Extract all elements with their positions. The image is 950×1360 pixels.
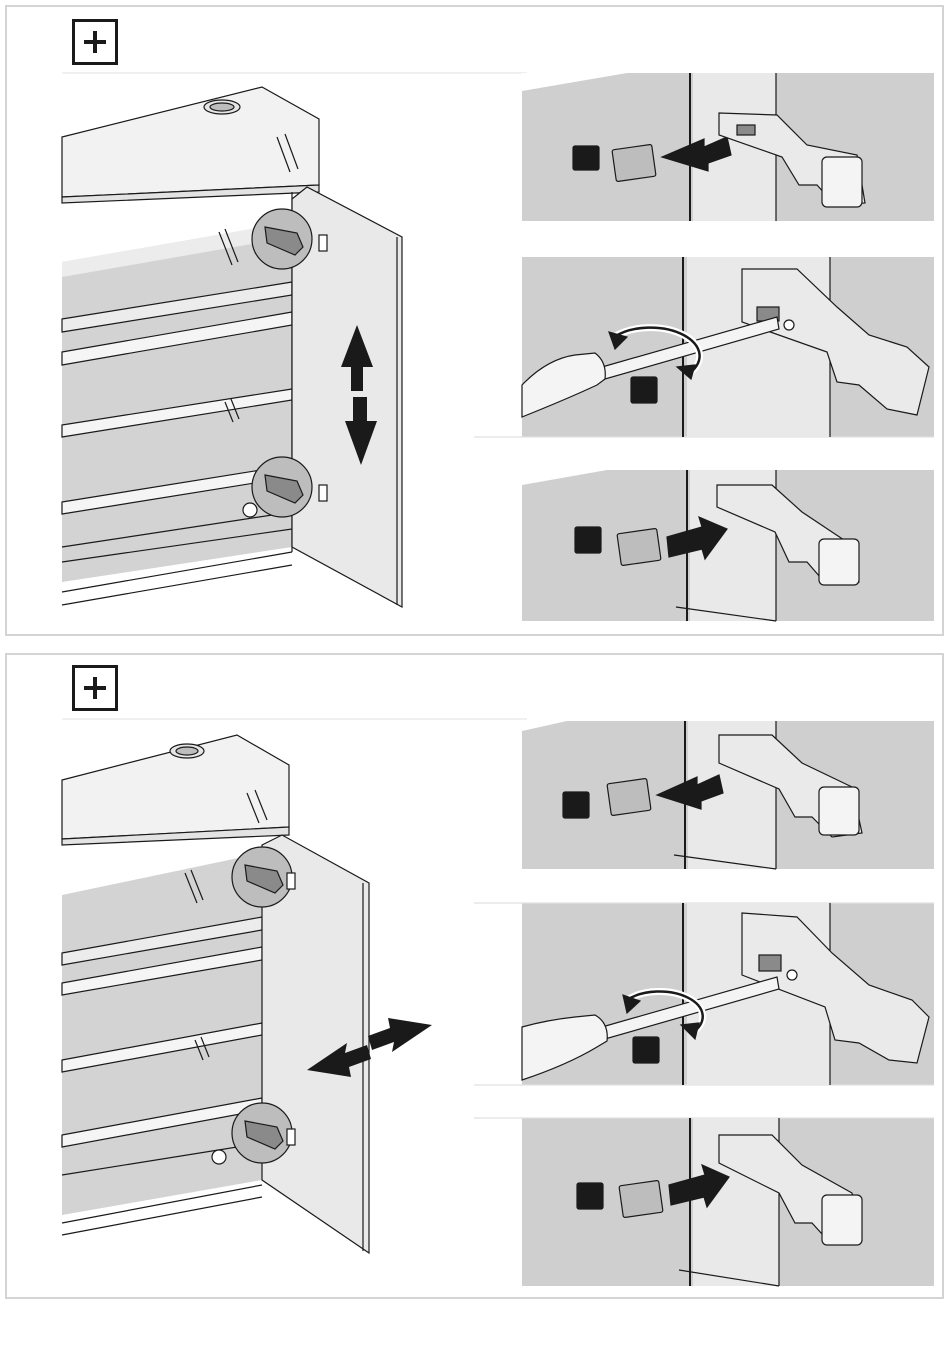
step-marker bbox=[575, 527, 601, 553]
cabinet-open-view bbox=[62, 73, 527, 607]
step-refit-cover bbox=[474, 1118, 934, 1286]
lateral-adjust-illustration bbox=[7, 655, 942, 1297]
cabinet-open-view bbox=[62, 719, 527, 1253]
step-turn-screw bbox=[474, 257, 934, 437]
step-marker bbox=[563, 792, 589, 818]
step-marker bbox=[573, 146, 599, 170]
step-refit-cover bbox=[522, 470, 934, 621]
step-remove-cover bbox=[522, 721, 934, 869]
instruction-panel-lateral bbox=[5, 653, 944, 1299]
instruction-panel-vertical bbox=[5, 5, 944, 636]
step-remove-cover bbox=[522, 73, 934, 221]
step-marker bbox=[577, 1183, 603, 1209]
step-marker bbox=[631, 377, 657, 403]
vertical-adjust-illustration bbox=[7, 7, 942, 634]
step-turn-screw bbox=[474, 903, 934, 1085]
step-marker bbox=[633, 1037, 659, 1063]
